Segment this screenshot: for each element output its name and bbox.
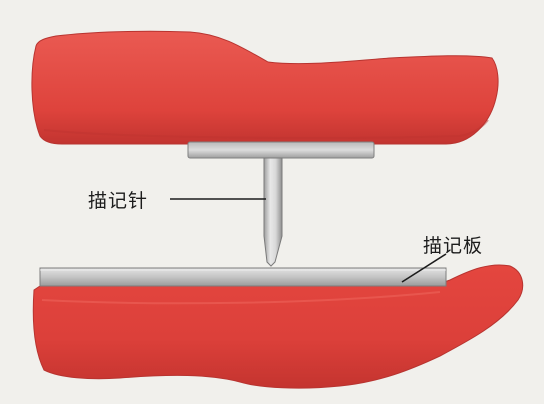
plate-label: 描记板 [423,235,484,257]
lower-wax-base-icon [32,264,524,389]
tracing-needle-icon [263,157,283,267]
plate-leader-line [401,253,447,283]
tracing-plate-icon [39,267,447,287]
upper-wax-base-icon [31,30,499,145]
needle-label: 描记针 [88,190,149,212]
needle-flange-icon [187,141,375,159]
